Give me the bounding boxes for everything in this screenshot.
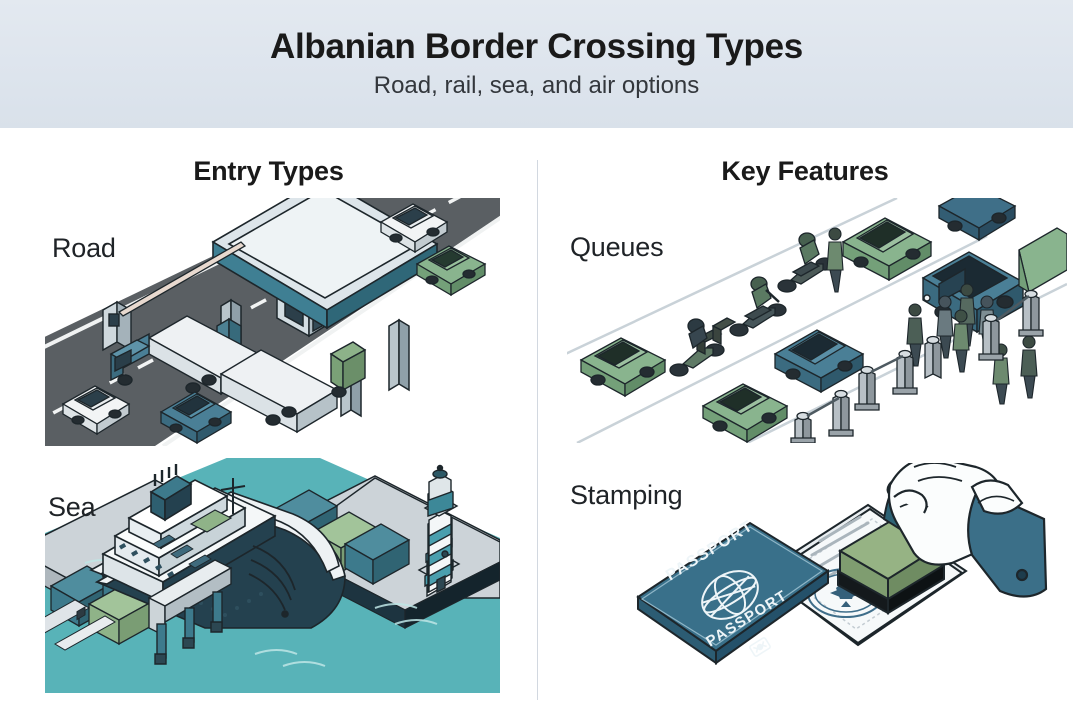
panel-label-road: Road [52,233,116,263]
panel-label-sea: Sea [48,492,96,522]
column-heading-entry-types: Entry Types [193,156,344,186]
panel-label-queues: Queues [570,232,664,262]
page-title: Albanian Border Crossing Types [270,26,803,66]
header-band: Albanian Border Crossing Types Road, rai… [0,0,1073,128]
sea-port-ferry-illustration [45,458,500,693]
column-entry-types: Entry Types Road [0,128,537,720]
passport-stamping-illustration: PASSPORT PASSPORT [632,463,1062,693]
page-subtitle: Road, rail, sea, and air options [373,71,700,99]
queues-waiting-line-illustration [567,198,1067,443]
biometric-chip-icon [749,637,771,657]
column-heading-key-features: Key Features [721,156,889,186]
panel-label-stamping: Stamping [570,480,683,510]
column-divider [537,160,538,700]
road-border-checkpoint-illustration [45,198,500,446]
content-area: Entry Types Road [0,128,1073,720]
column-key-features: Key Features Queues [537,128,1073,720]
